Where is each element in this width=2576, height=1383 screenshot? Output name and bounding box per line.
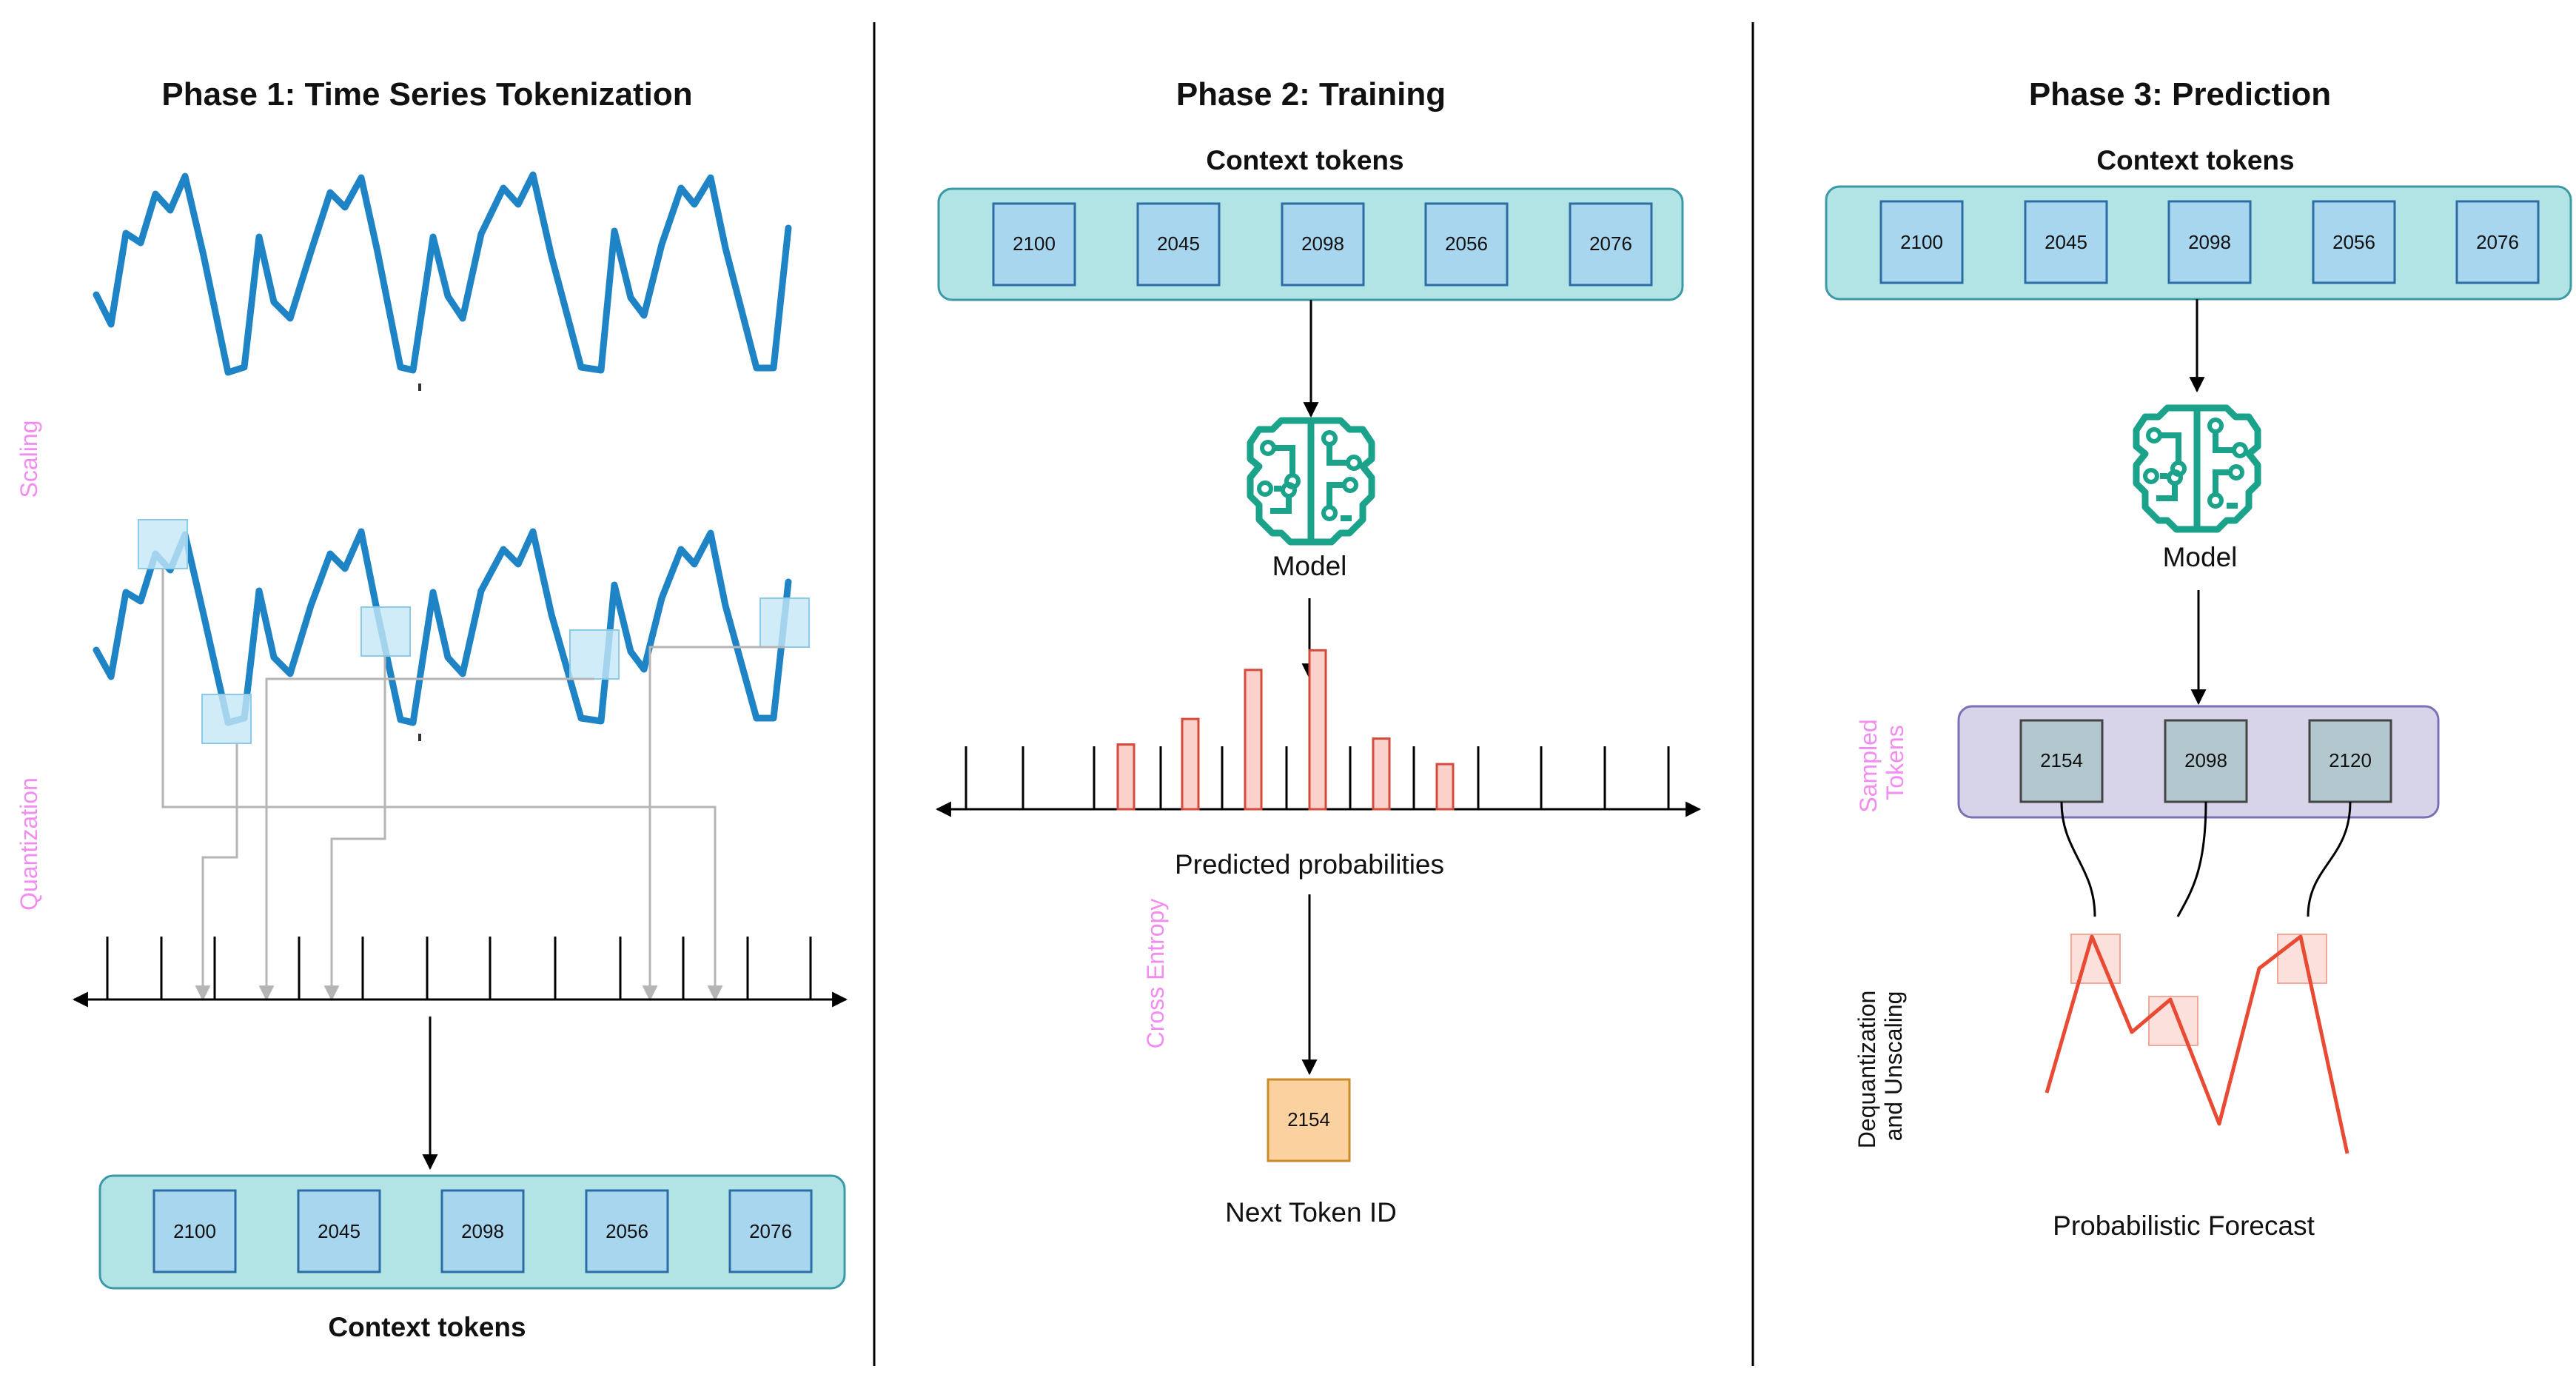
token-value: 2076 [1589,232,1632,255]
sampled-to-forecast-connectors [2060,801,2352,917]
scaled-time-series [93,528,792,726]
quantization-highlight-2 [201,694,252,744]
token-value: 2120 [2329,749,2372,771]
phase-2-token-1: 2100 [992,202,1076,287]
token-value: 2045 [2045,231,2087,253]
quantization-label: Quantization [16,777,42,911]
token-value: 2045 [318,1220,360,1242]
forecast-highlight-3 [2277,934,2327,984]
phase-3-token-3: 2098 [2167,200,2252,284]
phase-1-token-3: 2098 [440,1189,525,1273]
cross-entropy-label: Cross Entropy [1142,899,1169,1049]
quantization-highlight-5 [759,597,810,648]
token-value: 2076 [749,1220,792,1242]
probability-bar [1116,743,1136,811]
token-value: 2098 [1301,232,1344,255]
phase-1-context-label: Context tokens [328,1312,526,1342]
sampled-token-3: 2120 [2308,719,2392,803]
token-value: 2100 [173,1220,216,1242]
token-value: 2098 [461,1220,504,1242]
brain-circuit-icon [2136,408,2258,529]
phase-2-token-3: 2098 [1281,202,1365,287]
probabilistic-forecast-line [2045,934,2349,1154]
quantization-highlight-3 [360,606,411,657]
probability-bar [1372,737,1391,811]
probability-bar [1244,669,1263,811]
phase-3-token-5: 2076 [2455,200,2540,284]
token-value: 2098 [2184,749,2227,771]
token-value: 2056 [606,1220,648,1242]
sampled-label-line2: Tokens [1882,725,1908,800]
phase-2-token-5: 2076 [1569,202,1653,287]
phase-1-title: Phase 1: Time Series Tokenization [161,76,692,113]
next-token-value: 2154 [1287,1108,1330,1131]
token-value: 2154 [2040,749,2083,771]
token-value: 2045 [1157,232,1200,255]
phase-1-token-4: 2056 [585,1189,669,1273]
phase-1-panel: Phase 1: Time Series Tokenization Scalin… [16,76,848,1342]
token-value: 2098 [2188,231,2231,253]
probability-bar [1435,763,1455,811]
sampled-label-line1: Sampled [1855,719,1882,812]
quantization-routing-lines [161,569,785,1002]
phase-2-token-4: 2056 [1424,202,1509,287]
token-value: 2100 [1013,232,1056,255]
phase-2-panel: Phase 2: Training Context tokens 2100 20… [935,76,1702,1228]
deq-label-line2: and Unscaling [1880,991,1907,1142]
phase-3-token-2: 2045 [2024,200,2108,284]
predicted-probabilities-label: Predicted probabilities [1175,849,1444,880]
raw-time-series [93,171,792,376]
scaling-label: Scaling [16,421,42,498]
brain-circuit-icon [1250,421,1372,542]
phase-2-token-2: 2045 [1136,202,1221,287]
token-value: 2056 [2332,231,2375,253]
phase-2-model-label: Model [1272,551,1347,581]
probabilistic-forecast-label: Probabilistic Forecast [2053,1210,2315,1241]
deq-label-line1: Dequantization [1854,991,1880,1148]
phase-2-title: Phase 2: Training [1176,76,1446,113]
token-value: 2100 [1900,231,1943,253]
phase-3-token-1: 2100 [1879,200,1964,284]
phase-2-context-label: Context tokens [1206,145,1403,175]
quantization-highlight-1 [138,519,188,569]
quantization-bins-axis [72,937,848,1008]
phase-3-token-4: 2056 [2312,200,2396,284]
phase-3-title: Phase 3: Prediction [2029,76,2331,113]
next-token-box: 2154 [1267,1078,1351,1162]
sampled-tokens-label: Sampled Tokens [1855,712,1908,812]
probability-bar [1308,649,1327,811]
phase-1-token-1: 2100 [152,1189,237,1273]
quantization-highlight-4 [569,629,620,680]
dequantization-label: Dequantization and Unscaling [1854,984,1907,1148]
phase-3-panel: Phase 3: Prediction Context tokens 2100 … [1825,76,2572,1241]
phase-1-token-2: 2045 [297,1189,381,1273]
token-value: 2056 [1445,232,1488,255]
phase-1-token-5: 2076 [728,1189,813,1273]
next-token-id-label: Next Token ID [1225,1197,1397,1228]
sampled-token-2: 2098 [2164,719,2248,803]
phase-3-model-label: Model [2163,542,2238,572]
probability-bars [1116,649,1455,811]
phase-3-context-label: Context tokens [2096,145,2294,175]
sampled-token-1: 2154 [2019,719,2104,803]
token-value: 2076 [2476,231,2519,253]
series-marker [418,734,421,741]
probability-bar [1181,717,1200,811]
series-marker [418,384,421,391]
